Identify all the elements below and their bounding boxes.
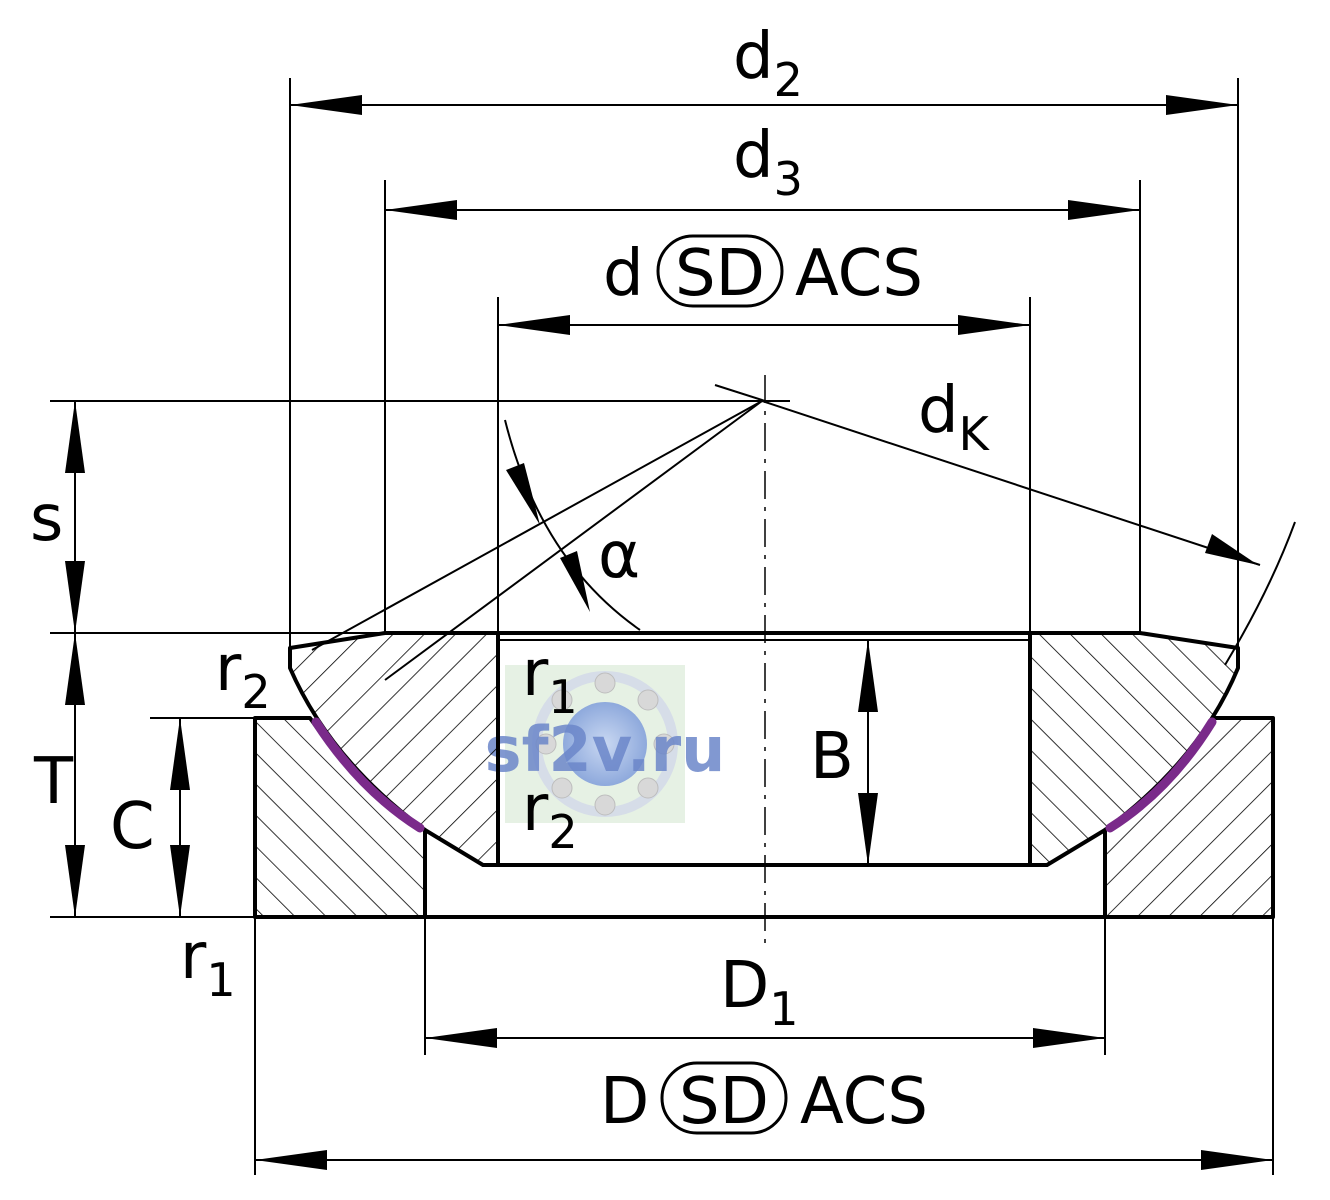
sliding-layer-left xyxy=(311,717,425,833)
label-T: T xyxy=(33,745,74,819)
label-alpha: α xyxy=(598,519,640,593)
sliding-layer-right xyxy=(1105,717,1217,833)
arrowheads xyxy=(65,95,1273,1170)
svg-text:d: d xyxy=(603,237,644,311)
watermark-text: sf2v.ru xyxy=(485,713,726,786)
svg-text:D: D xyxy=(600,1065,649,1139)
label-D1: D1 xyxy=(720,949,799,1036)
label-B: B xyxy=(810,720,854,794)
label-d2: d2 xyxy=(733,20,803,107)
svg-text:ACS: ACS xyxy=(795,237,923,311)
svg-text:ACS: ACS xyxy=(800,1065,928,1139)
angle-construction xyxy=(311,384,1296,681)
label-D-acs: D SD ACS xyxy=(600,1061,928,1139)
label-r1-inner: r1 xyxy=(522,637,578,724)
extension-lines xyxy=(50,78,1274,1175)
svg-text:SD: SD xyxy=(679,1065,769,1139)
label-r2-inner: r2 xyxy=(522,772,578,859)
label-r1-bottom: r1 xyxy=(180,920,236,1007)
label-d-acs: d SD ACS xyxy=(603,234,923,311)
label-C: C xyxy=(110,790,155,864)
watermark: sf2v.ru xyxy=(485,665,726,823)
label-d3: d3 xyxy=(733,119,803,206)
label-r2-left: r2 xyxy=(215,632,271,719)
label-dk: dK xyxy=(918,374,991,461)
svg-text:SD: SD xyxy=(675,237,765,311)
label-s: s xyxy=(30,482,63,556)
